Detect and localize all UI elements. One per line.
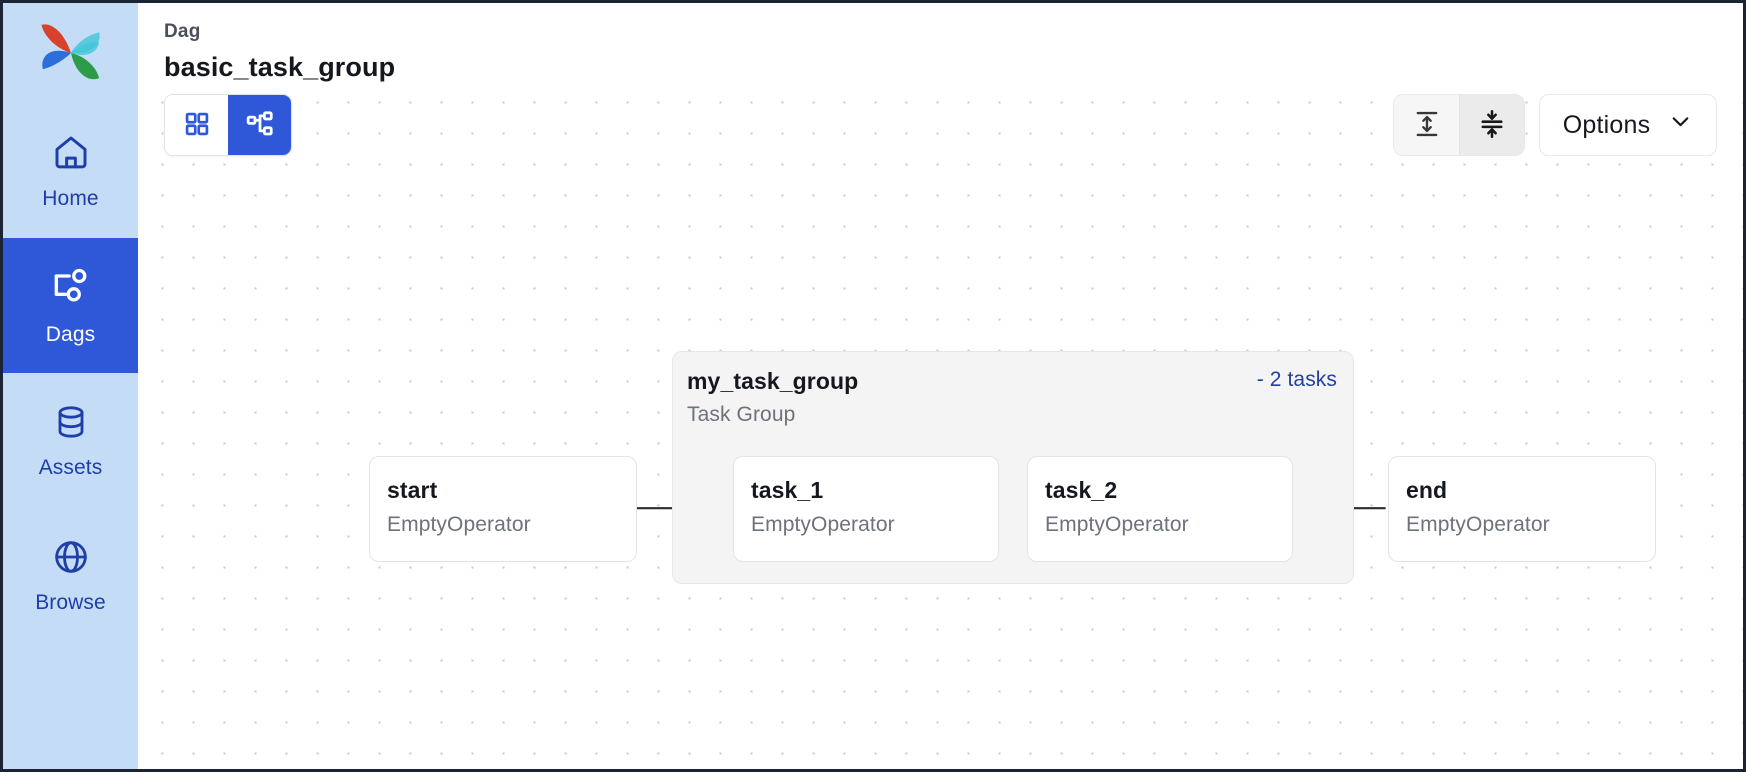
graph-toolbar: Options [138, 94, 1743, 156]
task-group-subtitle: Task Group [687, 403, 796, 426]
task-node-task_2[interactable]: task_2 EmptyOperator [1027, 456, 1293, 562]
sidebar-item-label-assets: Assets [38, 455, 103, 479]
task-node-end[interactable]: end EmptyOperator [1388, 456, 1656, 562]
task-group-labels: my_task_group Task Group [687, 368, 858, 427]
task-group-header: my_task_group Task Group - 2 tasks [687, 368, 1337, 427]
dag-graph: my_task_group Task Group - 2 tasks start… [138, 83, 1743, 769]
task-node-title: task_1 [751, 477, 824, 503]
task-node-operator: EmptyOperator [751, 513, 895, 536]
dag-icon [49, 265, 93, 309]
breadcrumb: Dag [164, 21, 201, 42]
airflow-logo[interactable] [3, 3, 138, 103]
task-node-operator: EmptyOperator [1045, 513, 1189, 536]
task-node-title: start [387, 477, 438, 503]
options-button[interactable]: Options [1539, 94, 1717, 156]
task-node-title: task_2 [1045, 477, 1118, 503]
database-icon [51, 402, 91, 442]
chevron-down-icon [1668, 109, 1693, 141]
task-group-collapse-toggle[interactable]: - 2 tasks [1256, 368, 1337, 391]
collapse-all-button[interactable] [1459, 95, 1524, 155]
sidebar-item-dags[interactable]: Dags [3, 238, 138, 373]
page-header: Dag basic_task_group [138, 3, 1743, 83]
task-node-operator: EmptyOperator [387, 513, 531, 536]
graph-icon [245, 109, 275, 142]
grid-icon [183, 110, 211, 141]
graph-view-button[interactable] [228, 95, 291, 155]
home-icon [50, 131, 92, 173]
sidebar-item-assets[interactable]: Assets [3, 373, 138, 508]
page-title: basic_task_group [164, 52, 396, 82]
airflow-pinwheel-logo-icon [40, 24, 100, 80]
task-node-task_1[interactable]: task_1 EmptyOperator [733, 456, 999, 562]
task-node-title: end [1406, 477, 1448, 503]
expand-vertical-icon [1413, 109, 1441, 142]
task-node-start[interactable]: start EmptyOperator [369, 456, 637, 562]
expand-all-button[interactable] [1394, 95, 1459, 155]
sidebar: Home Dags Assets [3, 3, 138, 769]
expand-collapse-group [1393, 94, 1525, 156]
graph-canvas[interactable]: Options [138, 83, 1743, 769]
task-node-operator: EmptyOperator [1406, 513, 1550, 536]
globe-icon [51, 537, 91, 577]
main-content: Dag basic_task_group [138, 3, 1743, 769]
sidebar-item-label-home: Home [42, 186, 99, 210]
grid-view-button[interactable] [165, 95, 228, 155]
toolbar-right: Options [1393, 94, 1717, 156]
sidebar-item-label-browse: Browse [35, 590, 106, 614]
task-group-title: my_task_group [687, 368, 859, 394]
sidebar-item-browse[interactable]: Browse [3, 508, 138, 643]
options-label: Options [1562, 110, 1651, 139]
sidebar-item-label-dags: Dags [45, 322, 96, 346]
view-toggle-group [164, 94, 292, 156]
sidebar-item-home[interactable]: Home [3, 103, 138, 238]
collapse-vertical-icon [1477, 109, 1507, 142]
